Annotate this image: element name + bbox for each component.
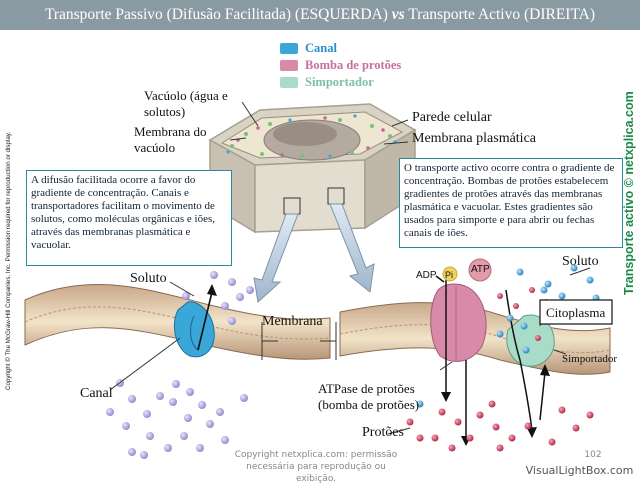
title-vs: vs <box>391 6 405 23</box>
label-atp: ATP <box>471 264 490 275</box>
left-solute-dots <box>106 271 254 459</box>
label-plasma-membrane: Membrana plasmática <box>412 131 537 146</box>
label-pi: Pi <box>445 270 454 280</box>
label-membrane: Membrana <box>262 314 323 329</box>
label-adp: ADP <box>416 270 437 281</box>
proton-dots <box>406 287 594 452</box>
title-bar: Transporte Passivo (Difusão Facilitada) … <box>0 0 640 30</box>
label-atpase: ATPase de protões (bomba de protões) <box>318 381 420 412</box>
zoom-arrow-left <box>253 213 299 303</box>
label-solute-left: Soluto <box>130 271 167 286</box>
legend-swatch-proton-pump <box>280 60 298 71</box>
passive-transport-textbox: A difusão facilitada ocorre a favor do g… <box>26 170 232 266</box>
footer-copyright: Copyright netxplica.com: permissão neces… <box>234 450 398 484</box>
legend-swatch-channel <box>280 43 298 54</box>
legend-label-channel: Canal <box>305 41 337 55</box>
plant-cell-illustration <box>208 103 417 234</box>
label-protons: Protões <box>362 425 404 440</box>
legend-label-symporter: Simportador <box>305 75 374 89</box>
active-transport-textbox: O transporte activo ocorre contra o grad… <box>399 158 623 248</box>
channel-protein <box>174 301 215 358</box>
watermark[interactable]: VisualLightBox.com <box>525 464 634 477</box>
right-solute-dots <box>416 264 600 408</box>
label-symporter: Simportador <box>562 353 617 365</box>
zoom-arrow-right <box>329 203 375 293</box>
legend-label-proton-pump: Bomba de protões <box>305 58 402 72</box>
legend-swatch-symporter <box>280 77 298 88</box>
label-cytoplasm: Citoplasma <box>546 305 606 320</box>
atp-circle <box>468 258 492 282</box>
title-part-2: Transporte Activo (DIREITA) <box>404 6 596 23</box>
label-channel: Canal <box>80 386 113 401</box>
proton-pump-protein <box>430 283 487 362</box>
label-cell-wall: Parede celular <box>412 110 492 125</box>
label-solute-right: Soluto <box>562 254 599 269</box>
pi-circle <box>442 266 458 282</box>
page-number: 102 <box>584 450 602 460</box>
label-vacuole: Vacúolo (água e solutos) <box>144 88 228 119</box>
label-vacuole-membrane: Membrana do vacúolo <box>134 124 207 155</box>
title-part-1: Transporte Passivo (Difusão Facilitada) … <box>44 6 392 23</box>
